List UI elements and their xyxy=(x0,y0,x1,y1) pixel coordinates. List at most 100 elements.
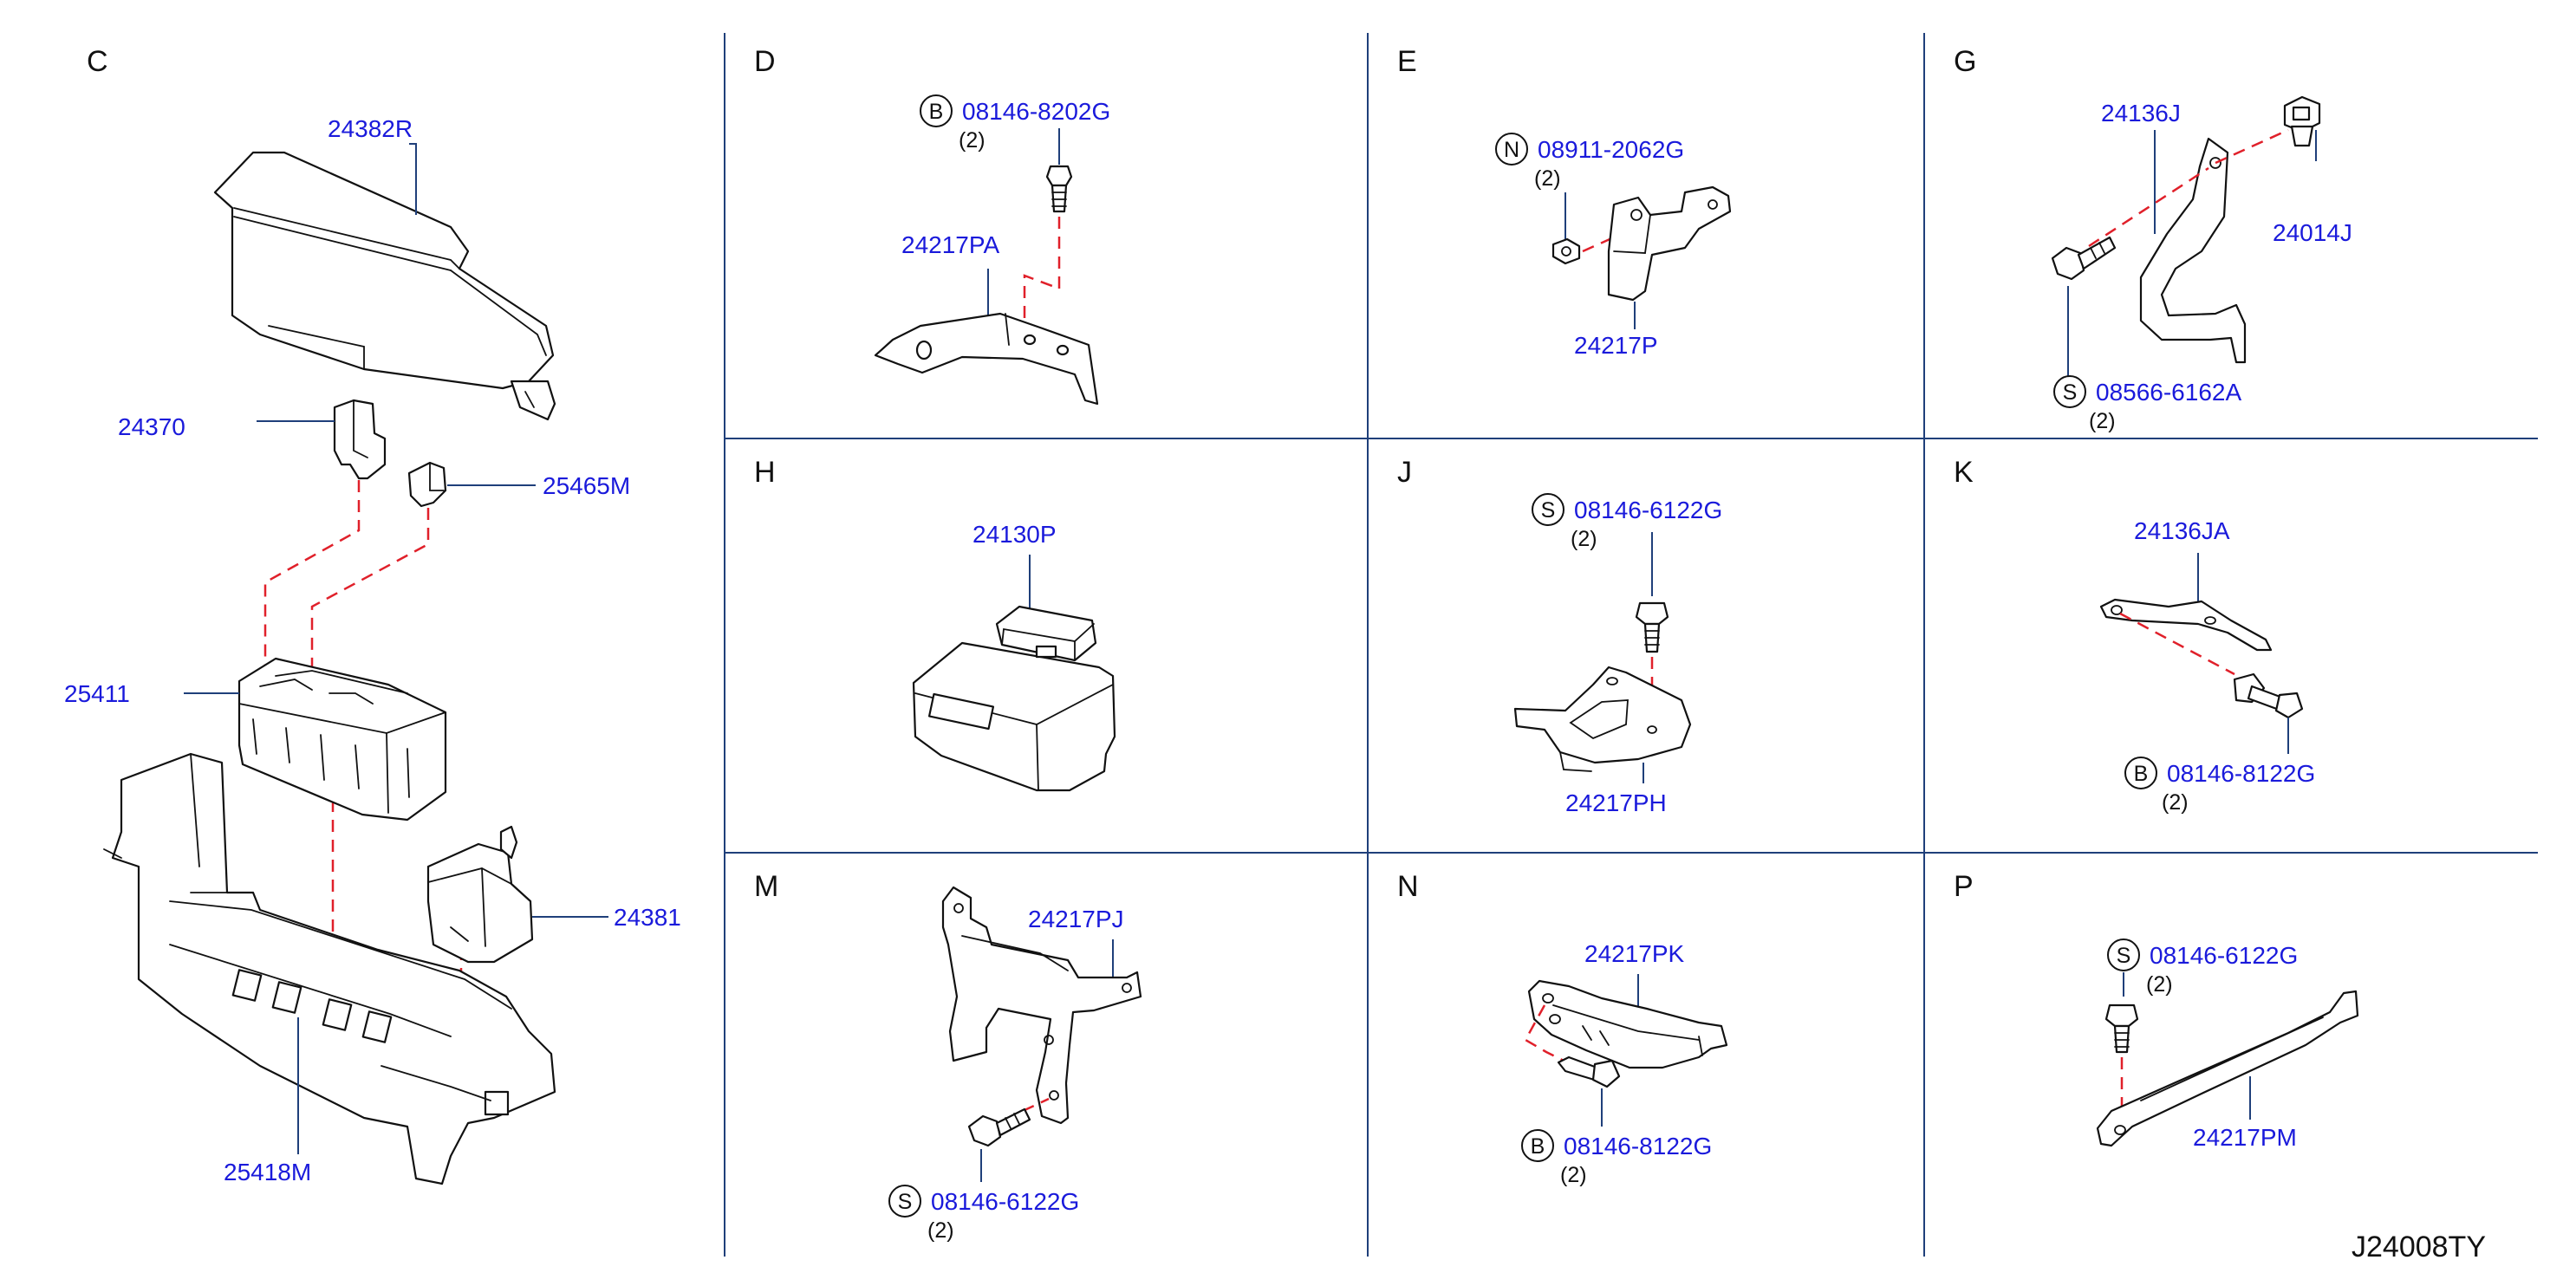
section-p: S 08146-6122G (2) 24217PM xyxy=(2096,939,2359,1151)
leader-24382R xyxy=(409,143,417,215)
section-label-k: K xyxy=(1954,456,1974,489)
marker-s-m xyxy=(888,1185,921,1218)
part-25465M-relay xyxy=(407,461,447,508)
dash-d-2 xyxy=(1023,274,1053,338)
callout-25465M: 25465M xyxy=(543,472,630,499)
qty-d: (2) xyxy=(959,128,986,153)
dash-g-1 xyxy=(2215,128,2289,165)
callout-24014J: 24014J xyxy=(2273,219,2352,246)
marker-text-j: S xyxy=(1541,498,1556,523)
marker-text-p: S xyxy=(2117,944,2131,968)
section-label-m: M xyxy=(754,870,778,903)
dash-g-2 xyxy=(2088,166,2209,248)
callout-24217PK: 24217PK xyxy=(1584,940,1685,967)
section-g: 24136J 24014J S 08566-6162A (2) xyxy=(2051,95,2352,433)
part-24136J-strap xyxy=(2139,137,2247,364)
marker-text-m: S xyxy=(898,1190,913,1214)
marker-b-d xyxy=(920,94,953,127)
marker-b-k xyxy=(2124,757,2157,789)
part-24381-relay-box xyxy=(426,825,534,964)
qty-j: (2) xyxy=(1571,527,1597,551)
marker-text-k: B xyxy=(2134,762,2149,786)
section-label-g: G xyxy=(1954,45,1976,78)
part-n-bolt xyxy=(1557,1055,1621,1088)
part-24382R-cover xyxy=(213,151,556,421)
qty-m: (2) xyxy=(927,1218,954,1243)
callout-24136JA: 24136JA xyxy=(2134,517,2230,544)
part-e-nut xyxy=(1551,237,1581,265)
section-label-c: C xyxy=(87,45,108,78)
part-d-bolt xyxy=(1045,165,1073,213)
marker-s-j xyxy=(1532,493,1564,526)
marker-n-e xyxy=(1495,133,1528,166)
marker-text-d: B xyxy=(929,100,944,124)
section-m: 24217PJ S 08146-6122G (2) xyxy=(888,886,1142,1243)
marker-text-g: S xyxy=(2063,380,2078,405)
callout-24217PJ: 24217PJ xyxy=(1028,906,1124,932)
part-g-screw xyxy=(2051,236,2117,281)
part-24370-relay xyxy=(333,399,387,480)
part-j-screw xyxy=(1635,601,1669,653)
part-24130P-module xyxy=(912,605,1116,792)
dash-n xyxy=(1524,1004,1568,1064)
callout-25411: 25411 xyxy=(64,680,130,707)
section-label-n: N xyxy=(1397,870,1419,903)
section-labels: C D E G H J K M N P xyxy=(87,45,1976,903)
section-label-j: J xyxy=(1397,456,1412,489)
marker-text-e: N xyxy=(1504,138,1519,162)
qty-e: (2) xyxy=(1534,166,1561,191)
section-d: B 08146-8202G (2) 24217PA xyxy=(874,94,1110,406)
section-j: S 08146-6122G (2) 24217PH xyxy=(1513,493,1722,816)
callout-24370: 24370 xyxy=(118,413,185,440)
callout-24381: 24381 xyxy=(614,904,681,931)
section-k: 24136JA B 08146-8122G (2) xyxy=(2099,517,2315,815)
part-25411-fuse-block xyxy=(237,657,447,822)
section-label-d: D xyxy=(754,45,776,78)
callout-24130P: 24130P xyxy=(973,521,1057,548)
part-p-screw xyxy=(2104,1003,2139,1054)
section-label-p: P xyxy=(1954,870,1974,903)
part-24217PH-bracket xyxy=(1513,666,1692,772)
callout-24217PM: 24217PM xyxy=(2193,1124,2297,1151)
callout-24217PH: 24217PH xyxy=(1565,789,1667,816)
callout-08146-8122G-n: 08146-8122G xyxy=(1564,1133,1712,1159)
part-24217PK-bracket xyxy=(1527,979,1728,1069)
part-24014J-clip xyxy=(2283,95,2321,147)
callout-24217PA: 24217PA xyxy=(901,231,999,258)
qty-g: (2) xyxy=(2089,409,2116,433)
callout-24382R: 24382R xyxy=(328,115,413,142)
qty-n: (2) xyxy=(1560,1163,1587,1187)
callout-24217P: 24217P xyxy=(1574,332,1658,359)
callout-08146-6122G-m: 08146-6122G xyxy=(931,1188,1079,1215)
part-24217PA-bracket xyxy=(874,312,1099,406)
part-24136JA-bracket xyxy=(2099,598,2273,652)
section-label-h: H xyxy=(754,456,776,489)
dash-k xyxy=(2119,612,2235,676)
qty-k: (2) xyxy=(2162,790,2189,815)
part-m-screw xyxy=(967,1107,1031,1147)
callout-08146-6122G-p: 08146-6122G xyxy=(2150,942,2298,969)
part-25418M-bracket xyxy=(103,752,556,1185)
callout-08566-6162A: 08566-6162A xyxy=(2096,379,2241,406)
dash-24370 xyxy=(263,480,361,686)
section-h: 24130P xyxy=(912,521,1116,792)
part-24217PM-bracket xyxy=(2096,990,2359,1147)
callout-25418M: 25418M xyxy=(224,1159,311,1185)
marker-s-g xyxy=(2053,375,2086,408)
callout-24136J: 24136J xyxy=(2101,100,2181,127)
marker-s-p xyxy=(2107,939,2140,971)
dash-25465M xyxy=(310,508,430,685)
marker-text-n: B xyxy=(1531,1134,1545,1159)
dash-m xyxy=(1022,1097,1050,1113)
callout-08146-8202G: 08146-8202G xyxy=(962,98,1110,125)
grid xyxy=(724,33,2538,1257)
callout-08146-8122G-k: 08146-8122G xyxy=(2167,760,2315,787)
section-e: N 08911-2062G (2) 24217P xyxy=(1495,133,1732,359)
part-k-bolt xyxy=(2233,672,2304,719)
part-24217PJ-bracket xyxy=(941,886,1142,1125)
section-label-e: E xyxy=(1397,45,1417,78)
callout-08911-2062G: 08911-2062G xyxy=(1538,136,1684,163)
section-c: 24382R 24370 25465M xyxy=(64,115,681,1185)
marker-b-n xyxy=(1521,1129,1554,1162)
